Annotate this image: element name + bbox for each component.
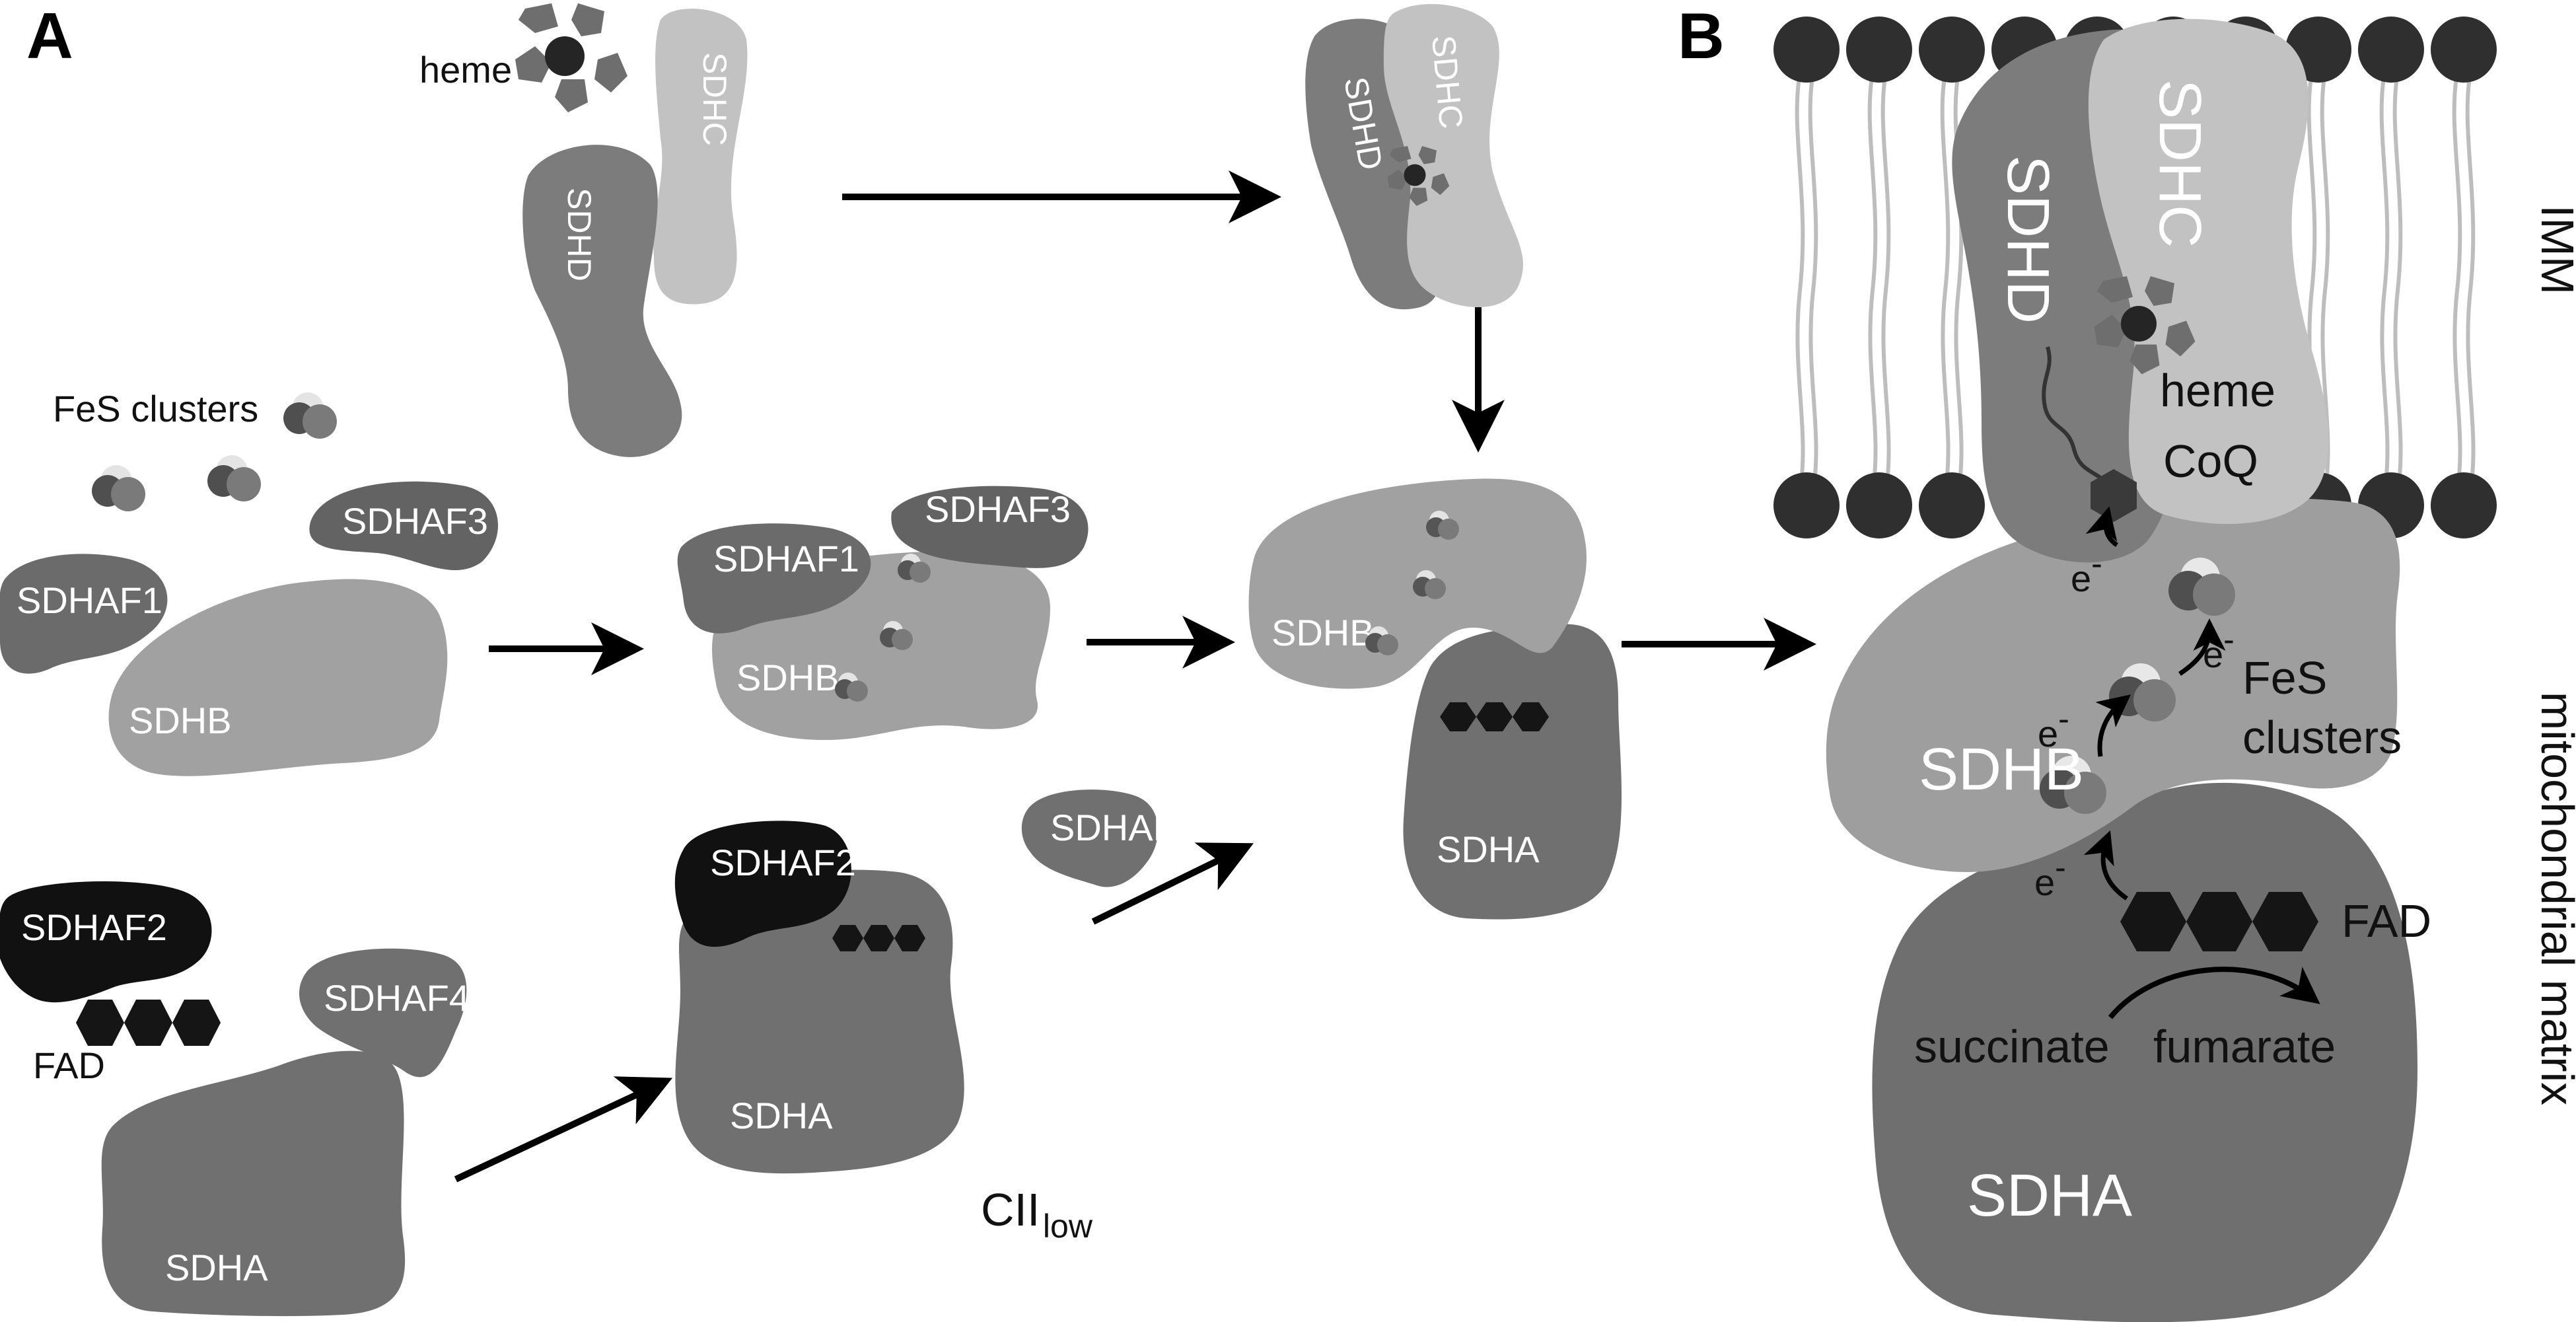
sdhc-label-a: SDHC (696, 52, 733, 146)
panel-a-letter: A (26, 0, 73, 72)
sdhaf1-protein-a (0, 554, 168, 674)
electron-label: e- (2038, 700, 2069, 754)
sdhc-subunit-a (653, 9, 748, 305)
sdhc-subunit-b (2088, 18, 2328, 525)
sdhb-label-complex-a: SDHB (1271, 612, 1375, 653)
coq-tail (2042, 346, 2116, 494)
fes-cluster-icon (92, 465, 145, 511)
sdha-label-complex-a: SDHA (1437, 828, 1540, 870)
sdhaf4-protein-a (299, 948, 467, 1078)
sdhaf4-label-middle-a: SDHAF4 (1050, 807, 1196, 848)
sdhaf3-protein-middle-a (891, 486, 1089, 568)
fad-icon (76, 1000, 221, 1046)
sdhaf3-label-a: SDHAF3 (342, 500, 488, 542)
sdhc-label-complex-a: SDHC (1425, 34, 1470, 130)
sdhaf4-protein-middle-a (1021, 790, 1159, 887)
electron-arrow (2083, 830, 2128, 900)
fad-label-a: FAD (33, 1045, 105, 1086)
sdha-label-b: SDHA (1967, 1163, 2132, 1229)
sdhaf1-protein-middle-a (677, 523, 871, 634)
coq-label-b: CoQ (2163, 435, 2258, 487)
sdha-label-middle-a: SDHA (730, 1095, 833, 1136)
sdhaf1-label-middle-a: SDHAF1 (713, 538, 859, 579)
fes-cluster-icon (207, 455, 261, 501)
sdhaf4-label-a: SDHAF4 (324, 977, 470, 1019)
sdhc-subunit-complex-a (1384, 4, 1523, 307)
fad-label-b: FAD (2342, 895, 2431, 947)
heme-icon (515, 3, 627, 112)
sdhaf1-label-a: SDHAF1 (17, 579, 162, 621)
fad-icon (1440, 702, 1549, 731)
succinate-fumarate-arrow (2108, 967, 2320, 1019)
sdha-subunit-complex-a (1403, 624, 1622, 920)
sdhaf2-protein-a (0, 881, 212, 1003)
sdhaf2-label-a: SDHAF2 (21, 906, 167, 948)
sdha-subunit-middle-a (675, 869, 964, 1174)
sdhaf3-protein-a (309, 481, 498, 570)
fumarate-label: fumarate (2153, 1021, 2336, 1072)
sdhb-label-middle-a: SDHB (736, 657, 840, 698)
electron-label: e- (2203, 621, 2235, 675)
heme-icon (1387, 146, 1450, 206)
electron-label: e- (2071, 545, 2102, 599)
imm-label: IMM (2532, 205, 2576, 295)
fad-icon (832, 925, 925, 951)
sdhb-label-b: SDHB (1919, 737, 2084, 803)
heme-label-b: heme (2160, 365, 2275, 416)
heme-label-a: heme (419, 49, 512, 91)
sdhc-label-b: SDHC (2147, 79, 2213, 248)
sdhb-label-a: SDHB (129, 700, 232, 741)
succinate-label: succinate (1914, 1021, 2110, 1072)
heme-icon (2094, 276, 2196, 375)
sdhd-label-a: SDHD (561, 188, 598, 281)
fes-cluster-icon (283, 392, 337, 439)
sdhb-subunit-a (108, 579, 448, 776)
fes-clusters-label-a: FeS clusters (53, 388, 258, 429)
electron-arrow (2085, 506, 2119, 547)
sdha-label-a: SDHA (165, 1247, 268, 1288)
fes-clusters-label-b-line2: clusters (2242, 712, 2402, 763)
sdhd-label-b: SDHD (1995, 155, 2061, 324)
cii-low-label: CII low (981, 1184, 1093, 1245)
electron-arrow (2178, 618, 2226, 676)
sdhaf3-label-middle-a: SDHAF3 (925, 488, 1071, 530)
fad-icon (2120, 892, 2318, 951)
sdhaf2-protein-middle-a (674, 821, 851, 947)
fes-clusters-label-b-line1: FeS (2242, 652, 2327, 704)
sdhd-subunit-a (522, 145, 682, 457)
arrow-assembly-6 (1091, 842, 1254, 925)
matrix-label: mitochondrial matrix (2532, 692, 2576, 1105)
sdha-subunit-a (101, 1050, 406, 1317)
electron-label: e- (2034, 849, 2066, 903)
electron-arrow (2095, 694, 2131, 757)
sdhaf2-label-middle-a: SDHAF2 (710, 842, 856, 883)
arrow-assembly-5 (454, 1076, 673, 1183)
panel-b-letter: B (1678, 0, 1725, 72)
